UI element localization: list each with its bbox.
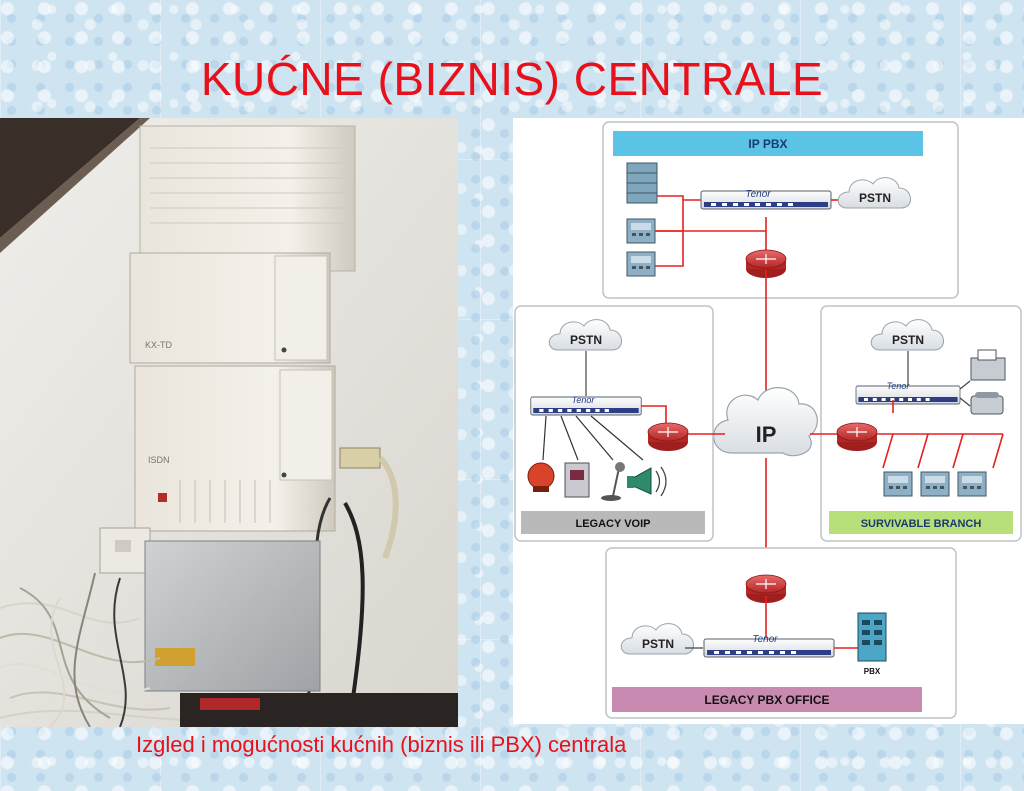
pbx-power-box — [144, 540, 321, 692]
slide-title: KUĆNE (BIZNIS) CENTRALE — [200, 53, 824, 105]
pbx-photo-illustration: KX-TD ISDN — [0, 118, 458, 727]
microphone-icon — [601, 462, 625, 501]
survivable-branch-title: SURVIVABLE BRANCH — [861, 518, 982, 530]
desk-phone-icon — [970, 392, 1004, 415]
panel-label-2: ISDN — [148, 455, 170, 465]
survivable-branch-section: PSTN Tenor — [810, 305, 1022, 542]
cable-tangle — [0, 572, 231, 727]
pstn-label: PSTN — [570, 333, 602, 347]
phone-icon — [626, 218, 656, 244]
fax-icon — [970, 349, 1006, 381]
intercom-icon — [564, 462, 590, 498]
pstn-label: PSTN — [642, 637, 674, 651]
phone-icon — [920, 471, 950, 497]
phone-icon — [957, 471, 987, 497]
tenor-label: Tenor — [887, 381, 911, 391]
legacy-voip-title: LEGACY VOIP — [576, 518, 651, 530]
server-icon — [626, 162, 658, 204]
alarm-bell-icon — [527, 462, 555, 492]
legacy-voip-bar — [521, 511, 705, 534]
loudspeaker-icon — [627, 466, 667, 497]
legacy-pbx-office-title: LEGACY PBX OFFICE — [704, 693, 829, 707]
pbx-top-unit — [139, 125, 356, 272]
survivable-branch-bar — [829, 511, 1013, 534]
pbx-photo: KX-TD ISDN — [0, 118, 458, 727]
pstn-label: PSTN — [892, 333, 924, 347]
slide-caption: Izgled i mogućnosti kućnih (biznis ili P… — [136, 732, 627, 757]
tenor-label: Tenor — [752, 634, 778, 645]
phone-icon — [883, 471, 913, 497]
tenor-label: Tenor — [572, 395, 596, 405]
phone-icon — [626, 251, 656, 277]
legacy-pbx-bar — [612, 687, 922, 712]
pstn-label: PSTN — [859, 191, 891, 205]
legacy-pbx-office-section: PSTN Tenor PBX LEGACY PBX OFFICE — [605, 547, 957, 719]
ip-pbx-title: IP PBX — [748, 137, 787, 151]
ip-pbx-section: IP PBX Tenor PSTN — [602, 121, 959, 299]
panel-label-1: KX-TD — [145, 340, 173, 350]
router-icon — [836, 422, 878, 452]
ip-label: IP — [756, 422, 777, 447]
legacy-voip-section: PSTN Tenor — [514, 305, 725, 542]
pbx-cabinet-icon — [857, 612, 887, 662]
network-diagram: IP PBX Tenor PSTN — [513, 118, 1024, 724]
pbx-label: PBX — [864, 667, 881, 676]
ip-cloud: IP — [713, 387, 818, 457]
router-icon — [647, 422, 689, 452]
tenor-label: Tenor — [745, 189, 771, 200]
ip-pbx-bar — [613, 131, 923, 156]
